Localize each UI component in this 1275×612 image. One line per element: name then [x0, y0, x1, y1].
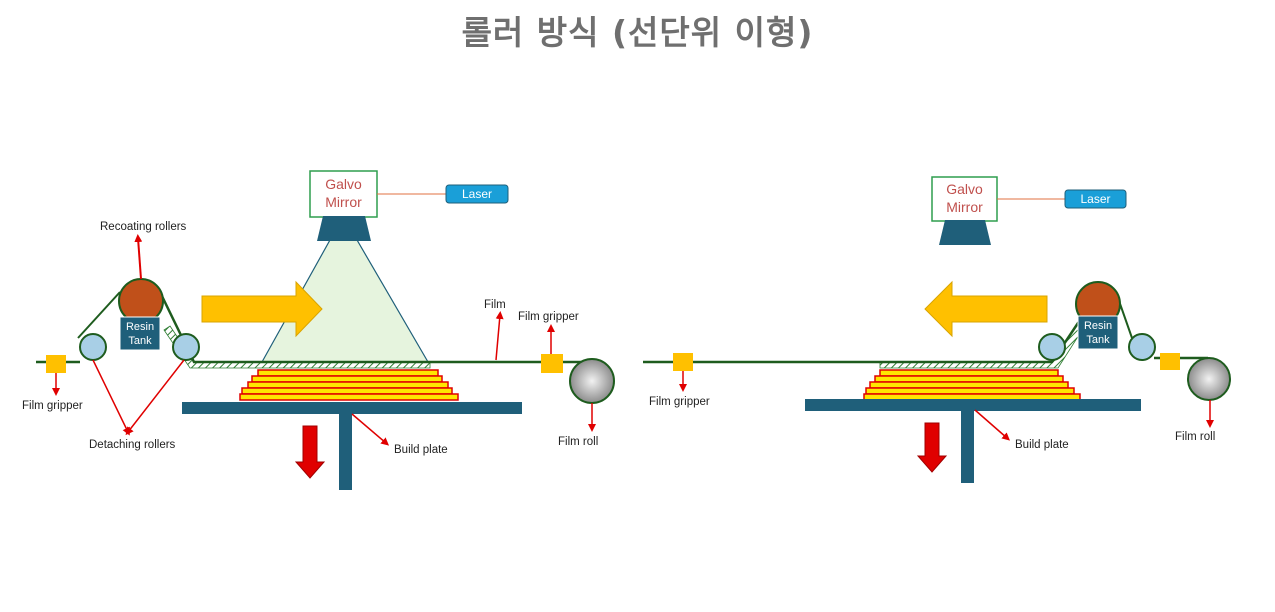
resin-tank-left: [119, 316, 161, 351]
build-plate-down-arrow-left: [294, 425, 326, 479]
laser-label-right: Laser: [1080, 192, 1110, 206]
resin-tank-right-label-line2: Tank: [1086, 334, 1110, 346]
resin-tank-right: [1077, 315, 1119, 350]
detaching-roller-right-b: [1128, 333, 1156, 361]
galvo-head-left: [317, 216, 371, 241]
film-gripper-label-left-a: Film gripper: [22, 400, 83, 412]
resin-tank-right-label-line1: Resin: [1084, 320, 1112, 332]
film-roll-label-right: Film roll: [1175, 431, 1215, 443]
detaching-roller-left-b: [172, 333, 200, 361]
build-plate-pointer-left: [351, 413, 390, 446]
recoating-rollers-pointer: [134, 234, 143, 280]
detaching-roller-right-a: [1038, 333, 1066, 361]
galvo-head-right: [939, 220, 991, 245]
move-right-arrow: [201, 280, 323, 338]
film-gripper-label-right: Film gripper: [649, 396, 710, 408]
film-path-left-2: [158, 291, 590, 364]
film-label: Film: [484, 299, 506, 311]
film-gripper-left-b: [541, 354, 563, 373]
galvo-label-right-line1: Galvo: [946, 181, 983, 197]
printed-part-right: [863, 369, 1081, 401]
recoating-rollers-label: Recoating rollers: [100, 221, 187, 233]
galvo-label-line1: Galvo: [325, 176, 362, 192]
detaching-roller-left-a: [79, 333, 107, 361]
detaching-rollers-pointer-a: [92, 359, 130, 436]
film-gripper-right-b: [1160, 353, 1180, 370]
move-left-arrow: [924, 280, 1048, 338]
laser-label-left: Laser: [462, 187, 492, 201]
resin-tank-label-line1: Resin: [126, 321, 154, 333]
build-plate-label-right: Build plate: [1015, 439, 1069, 451]
laser-box-right: [1064, 189, 1127, 209]
film-roll-label-left: Film roll: [558, 436, 598, 448]
film-roll-left: [569, 358, 615, 404]
film-pointer: [495, 311, 504, 361]
film-gripper-label-left-b: Film gripper: [518, 311, 579, 323]
build-plate-left: [182, 402, 522, 414]
slide-title: 롤러 방식 (선단위 이형): [461, 13, 814, 52]
build-plate-stem-left: [339, 414, 352, 490]
resin-tank-label-line2: Tank: [128, 335, 152, 347]
left-diagram: Galvo Mirror Laser: [22, 170, 615, 490]
build-plate-pointer-right: [974, 409, 1011, 441]
galvo-label-right-line2: Mirror: [946, 199, 983, 215]
film-gripper-right-a: [673, 353, 693, 371]
galvo-mirror-box-left: [309, 170, 378, 218]
galvo-label-line2: Mirror: [325, 194, 362, 210]
printed-part-left: [239, 369, 459, 401]
film-path-left: [77, 291, 121, 339]
film-gripper-left-a: [46, 355, 66, 373]
build-plate-label-left: Build plate: [394, 444, 448, 456]
build-plate-down-arrow-right: [916, 422, 948, 473]
recoating-roller-left: [118, 278, 164, 324]
film-right: [643, 319, 1082, 364]
film-roll-right: [1187, 357, 1231, 401]
detaching-rollers-pointer-b: [125, 359, 185, 436]
build-plate-stem-right: [961, 411, 974, 483]
right-diagram: Galvo Mirror Laser: [643, 176, 1231, 483]
detaching-rollers-label: Detaching rollers: [89, 439, 176, 451]
laser-box-left: [445, 184, 509, 204]
build-plate-right: [805, 399, 1141, 411]
